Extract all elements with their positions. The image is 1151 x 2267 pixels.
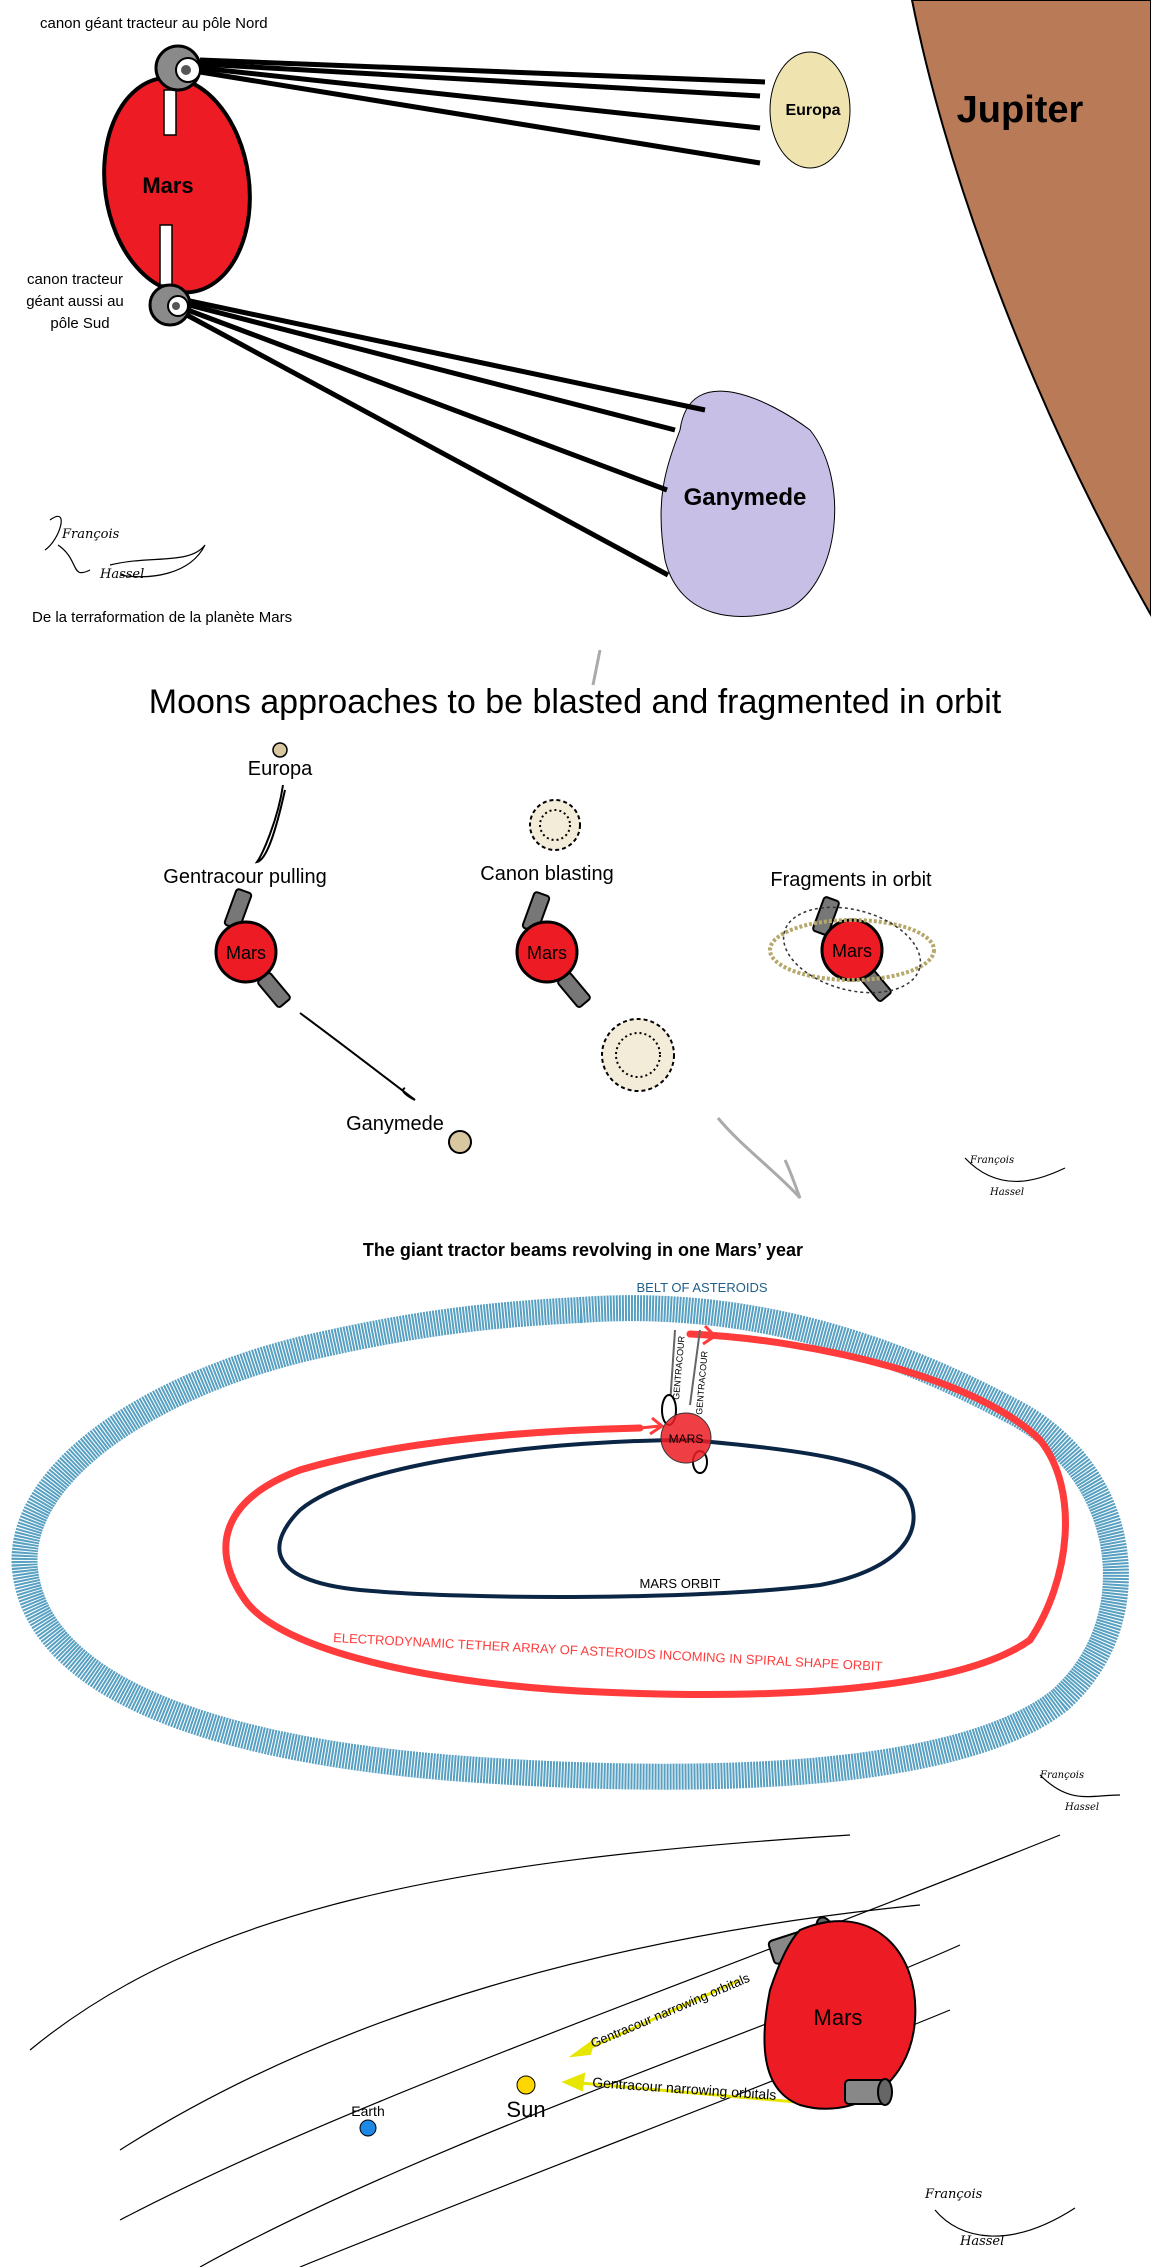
panel-4-mars-label: Mars (814, 2005, 863, 2030)
signature-4-line1: François (924, 2187, 983, 2202)
signature-1: François Hassel (44, 515, 206, 582)
step-1-label: Gentracour pulling (163, 866, 326, 888)
belt-label: BELT OF ASTEROIDS (637, 1280, 768, 1295)
europa-label: Europa (785, 102, 840, 119)
sun-label: Sun (506, 2097, 545, 2122)
signature-4: François Hassel (924, 2187, 1076, 2249)
stray-stroke-2 (716, 1117, 802, 1199)
asteroid-belt (11, 1295, 1129, 1790)
south-cannon-label-line2: géant aussi au (26, 293, 124, 310)
ganymede-trail (299, 1012, 416, 1101)
ganymede-small-label: Ganymede (346, 1113, 444, 1135)
panel-3-tractor-beams-year: The giant tractor beams revolving in one… (11, 1240, 1129, 1813)
orbit-line-3 (119, 1834, 1061, 2221)
step-2-mars-label: Mars (527, 943, 567, 963)
step-3-mars-label: Mars (832, 941, 872, 961)
panel-3-mars-label: MARS (669, 1432, 704, 1446)
signature-2-line2: Hassel (989, 1187, 1024, 1198)
panel-3-title: The giant tractor beams revolving in one… (363, 1240, 803, 1260)
earth (359, 2119, 377, 2137)
step-2-label: Canon blasting (480, 863, 613, 885)
signature-3-line2: Hassel (1064, 1802, 1099, 1813)
europa-trail (254, 784, 286, 864)
fragment-ring-2 (782, 906, 922, 994)
panel-4-mars: Mars (763, 1916, 917, 2110)
stray-stroke-1 (591, 649, 602, 686)
ganymede-moon (660, 390, 836, 617)
fragment-ring-1 (768, 918, 936, 982)
narrowing-label-2: Gentracour narrowing orbitals (592, 2074, 777, 2103)
tether-arrow-mars (639, 1416, 665, 1436)
signature-2-line1: François (969, 1155, 1014, 1166)
mars-orbit (277, 1437, 916, 1599)
south-tractor-beams (183, 297, 706, 578)
blast-fragment-bottom (601, 1018, 675, 1092)
blast-fragment-top (529, 799, 581, 851)
mars-label: Mars (142, 173, 193, 198)
ganymede-label: Ganymede (684, 484, 807, 511)
bottom-cannon (844, 2078, 893, 2106)
south-cannon-label-line1: canon tracteur (27, 271, 123, 288)
panel-4-narrowing-orbitals: Earth Sun Gentracour narrowing orbitals … (29, 1834, 1076, 2267)
europa-moon (769, 51, 851, 169)
panel-1-gravity-cannons: Jupiter Europa Ganymede Mars (26, 0, 1151, 626)
earth-label: Earth (351, 2103, 384, 2119)
south-cannon (148, 283, 192, 327)
jupiter-planet (910, 0, 1151, 618)
caption: De la terraformation de la planète Mars (32, 609, 292, 626)
step-2-mars: Mars (515, 891, 591, 1008)
ganymede-small-moon (448, 1130, 472, 1154)
jupiter-label: Jupiter (957, 89, 1084, 131)
north-tractor-beams (199, 57, 766, 166)
panel-2-title: Moons approaches to be blasted and fragm… (149, 683, 1002, 721)
orbit-line-outer (29, 1834, 851, 2051)
south-cannon-label-line3: pôle Sud (50, 315, 109, 332)
tether-arrow-top (689, 1324, 718, 1346)
sun (516, 2075, 536, 2095)
north-cannon (154, 44, 202, 92)
narrowing-arrow-1: Gentracour narrowing orbitals (568, 1970, 752, 2058)
north-cannon-shaft (163, 89, 177, 136)
europa-small-moon (272, 742, 288, 758)
step-1-mars-label: Mars (226, 943, 266, 963)
signature-4-line2: Hassel (959, 2234, 1004, 2249)
step-3-mars: Mars (768, 896, 936, 1002)
orbit-line-2 (119, 1904, 921, 2151)
signature-3-line1: François (1039, 1770, 1084, 1781)
mars-orbit-label: MARS ORBIT (640, 1576, 721, 1591)
signature-1-line2: Hassel (99, 567, 144, 582)
signature-3: François Hassel (1039, 1770, 1121, 1813)
tether-spiral (222, 1330, 1069, 1698)
step-3-label: Fragments in orbit (770, 869, 932, 891)
signature-1-line1: François (61, 527, 120, 542)
south-cannon-shaft (159, 224, 173, 286)
tether-label: ELECTRODYNAMIC TETHER ARRAY OF ASTEROIDS… (333, 1630, 883, 1674)
signature-2: François Hassel (964, 1155, 1066, 1198)
panel-3-mars: MARS (660, 1394, 712, 1474)
europa-small-label: Europa (248, 758, 313, 780)
north-cannon-label: canon géant tracteur au pôle Nord (40, 15, 268, 32)
step-1-mars: Mars (214, 888, 291, 1008)
panel-2-moons-fragmented: Moons approaches to be blasted and fragm… (149, 649, 1066, 1199)
